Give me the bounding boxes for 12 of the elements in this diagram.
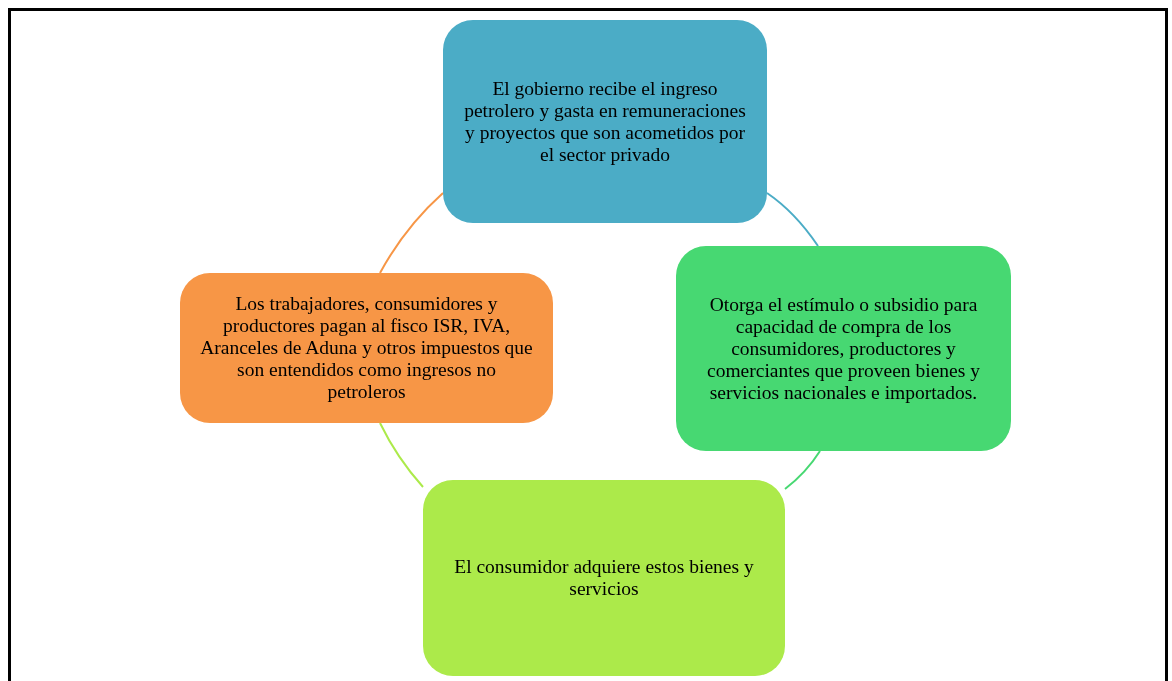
process-box bbox=[443, 20, 767, 223]
connector-arc bbox=[784, 450, 821, 490]
process-box bbox=[180, 273, 553, 423]
connector-arc bbox=[379, 422, 424, 488]
box-text: Los trabajadores, consumidores y productores pagan al fisco ISR, IVA, Aranceles de Aduna y otros impuestos que son entendidos como ingresos no petroleros bbox=[199, 293, 534, 403]
process-box bbox=[676, 246, 1011, 451]
connector-arc bbox=[766, 192, 819, 247]
process-box bbox=[423, 480, 785, 676]
box-text: Otorga el estímulo o subsidio para capacidad de compra de los consumidores, productores y comerciantes que proveen bienes y servicios nacionales e importados. bbox=[706, 293, 981, 404]
box-text: El gobierno recibe el ingreso petrolero y gasta en remuneraciones y proyectos que son acometidos por el sector privado bbox=[463, 77, 747, 166]
connector-arc bbox=[379, 192, 444, 274]
box-text: El consumidor adquiere estos bienes y servicios bbox=[453, 556, 755, 600]
